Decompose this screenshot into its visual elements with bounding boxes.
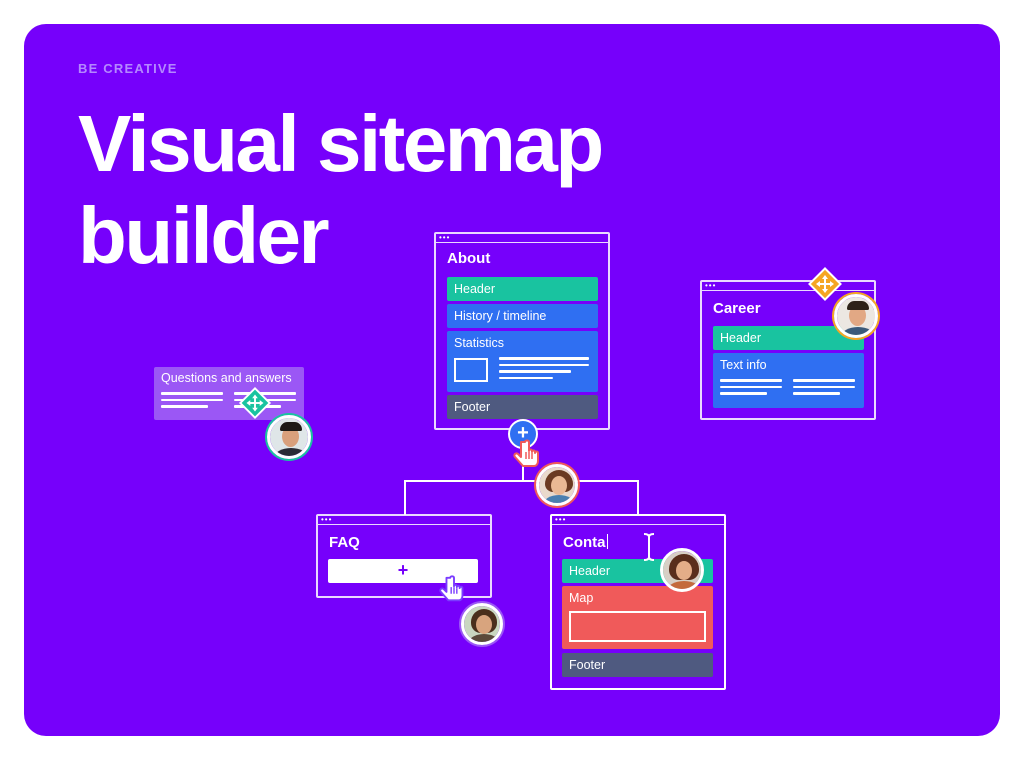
move-arrows-icon[interactable]: [238, 386, 272, 420]
avatar-faq-user: [461, 603, 503, 645]
qa-label: Questions and answers: [161, 371, 292, 385]
connector-horizontal: [404, 480, 639, 482]
about-block-history[interactable]: History / timeline: [447, 304, 598, 328]
about-block-statistics-label: Statistics: [454, 336, 505, 350]
contacts-card[interactable]: ••• Conta Header Map Footer: [550, 514, 726, 690]
about-card[interactable]: ••• About Header History / timeline Stat…: [434, 232, 610, 430]
text-cursor-icon: [643, 533, 655, 561]
contacts-block-footer[interactable]: Footer: [562, 653, 713, 677]
avatar-career-user: [834, 294, 878, 338]
connector-left-drop: [404, 480, 406, 515]
window-chrome: •••: [702, 282, 874, 291]
about-block-footer[interactable]: Footer: [447, 395, 598, 419]
window-chrome: •••: [318, 516, 490, 525]
about-block-header[interactable]: Header: [447, 277, 598, 301]
page-title: Visual sitemap builder: [78, 98, 604, 282]
window-dots-icon: •••: [321, 515, 333, 524]
contacts-block-map[interactable]: Map: [562, 586, 713, 649]
about-block-statistics[interactable]: Statistics: [447, 331, 598, 392]
contacts-title-text: Conta: [563, 534, 606, 551]
hand-pointer-icon: [513, 439, 539, 467]
title-line-2: builder: [78, 191, 330, 280]
contacts-card-title[interactable]: Conta: [563, 534, 608, 551]
map-placeholder: [569, 611, 706, 642]
hero-canvas: BE CREATIVE Visual sitemap builder ••• A…: [24, 24, 1000, 736]
statistics-image-placeholder: [454, 358, 488, 382]
connector-right-drop: [637, 480, 639, 515]
qa-text-lines-left: [161, 392, 223, 412]
avatar-qa-user: [267, 415, 311, 459]
career-block-text-info-label: Text info: [720, 358, 767, 372]
move-arrows-icon[interactable]: [807, 266, 843, 302]
career-block-text-info[interactable]: Text info: [713, 353, 864, 408]
title-line-1: Visual sitemap: [78, 99, 604, 188]
statistics-text-lines: [499, 357, 589, 383]
window-dots-icon: •••: [555, 515, 567, 524]
contacts-block-map-label: Map: [569, 591, 594, 605]
window-dots-icon: •••: [705, 281, 717, 290]
text-caret: [606, 534, 608, 549]
career-card-title: Career: [713, 300, 761, 317]
faq-card-title: FAQ: [329, 534, 360, 551]
avatar-contacts-user: [660, 548, 704, 592]
hand-pointer-icon: [439, 575, 464, 602]
text-info-lines-left: [720, 379, 782, 399]
window-dots-icon: •••: [439, 233, 451, 242]
text-info-lines-right: [793, 379, 855, 399]
window-chrome: •••: [436, 234, 608, 243]
questions-answers-block[interactable]: Questions and answers: [154, 367, 304, 420]
about-card-title: About: [447, 250, 491, 267]
window-chrome: •••: [552, 516, 724, 525]
eyebrow-label: BE CREATIVE: [78, 61, 178, 76]
avatar-center-user: [536, 464, 578, 506]
faq-card[interactable]: ••• FAQ: [316, 514, 492, 598]
